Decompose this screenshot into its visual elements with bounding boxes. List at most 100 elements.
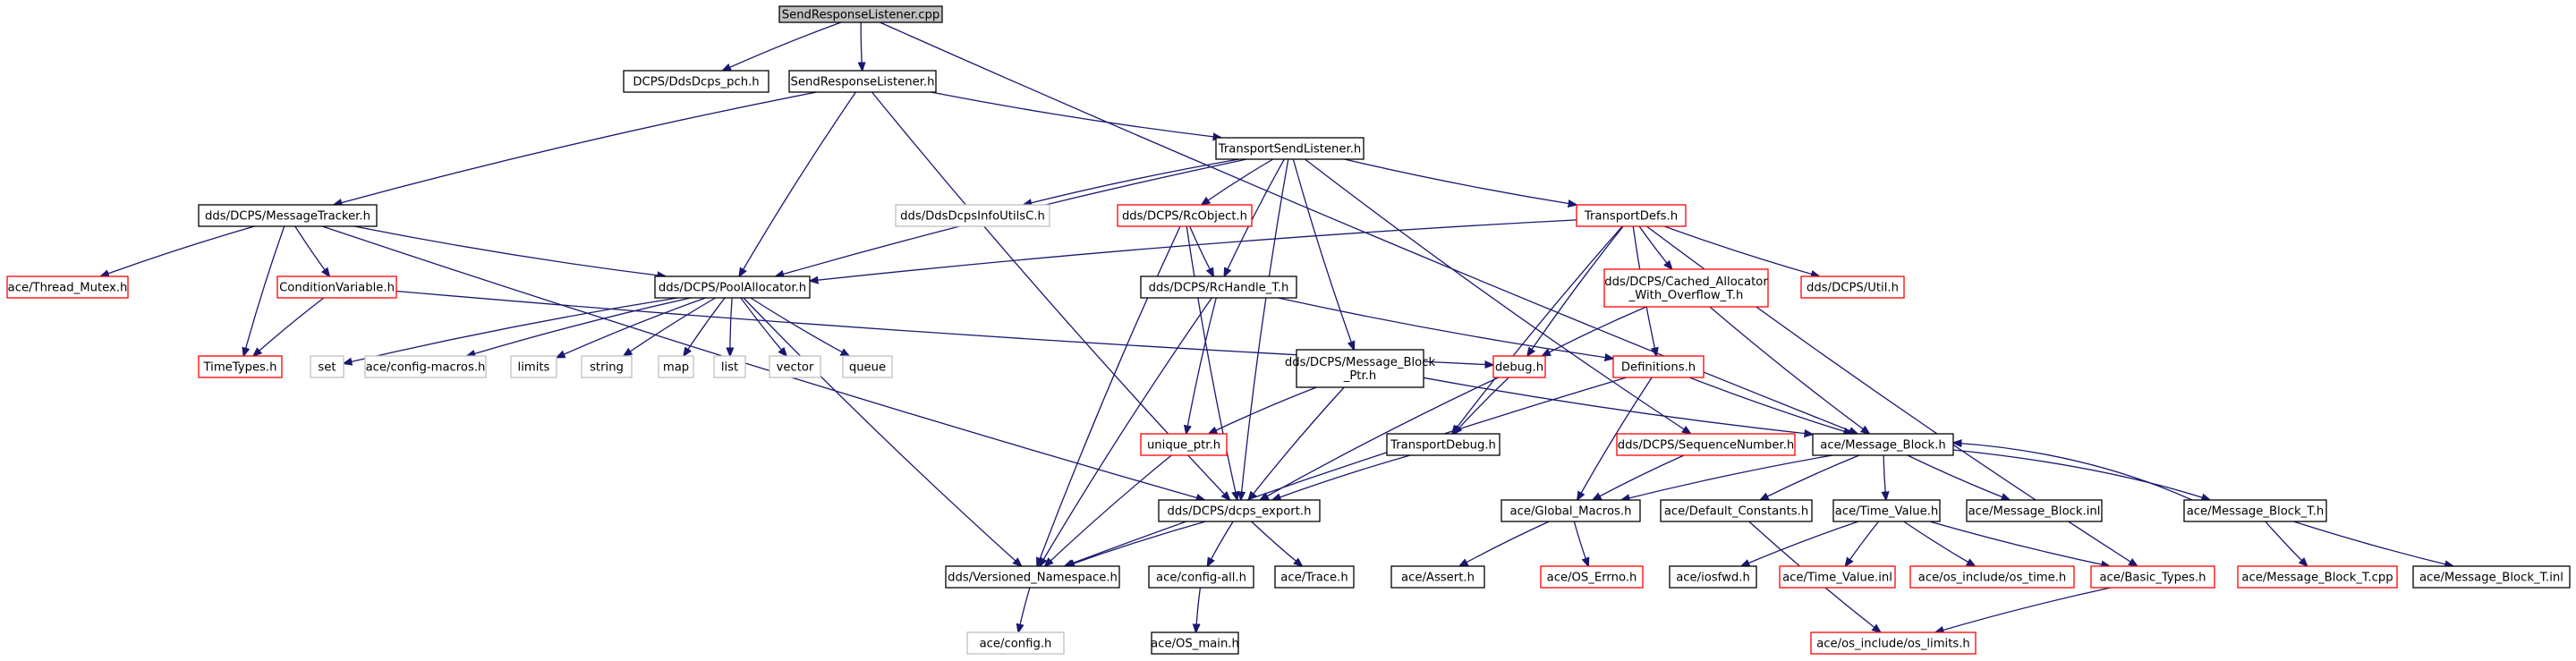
- node-mbtinl[interactable]: ace/Message_Block_T.inl: [2412, 565, 2571, 589]
- node-label: TransportDebug.h: [1390, 439, 1496, 453]
- node-osmain[interactable]: ace/OS_main.h: [1151, 631, 1239, 655]
- edge-rchandle-to-defs: [1278, 297, 1613, 359]
- node-mbt[interactable]: ace/Message_Block_T.h: [2183, 499, 2327, 522]
- node-box: [1148, 565, 1254, 589]
- node-timeval[interactable]: ace/Time_Value.h: [1832, 499, 1941, 522]
- node-box: [1140, 433, 1228, 456]
- node-box: [1274, 565, 1355, 589]
- edge-defs-to-gmacros: [1577, 377, 1653, 500]
- node-box: [654, 275, 811, 299]
- node-label: DCPS/DdsDcps_pch.h: [633, 76, 759, 89]
- node-box: [623, 70, 769, 93]
- node-util[interactable]: dds/DCPS/Util.h: [1800, 275, 1905, 299]
- edge-defs-to-mblock: [1688, 377, 1852, 434]
- node-list[interactable]: list: [713, 355, 746, 378]
- edge-dcpsexp-to-trace: [1251, 521, 1303, 566]
- node-label: ace/Message_Block.h: [1820, 439, 1946, 453]
- edge-mtrack-to-dcpsexp: [321, 225, 1204, 500]
- node-label: ace/os_include/os_limits.h: [1816, 638, 1970, 651]
- node-label: dds/DCPS/RcObject.h: [1122, 210, 1247, 224]
- node-debug[interactable]: debug.h: [1492, 355, 1546, 378]
- node-box: [1140, 275, 1297, 299]
- edge-btypes-to-oslimits: [1935, 587, 2112, 632]
- node-timetypes[interactable]: TimeTypes.h: [198, 355, 283, 378]
- node-defconst[interactable]: ace/Default_Constants.h: [1660, 499, 1813, 522]
- node-tdebug[interactable]: TransportDebug.h: [1386, 433, 1501, 456]
- node-box: [1576, 204, 1687, 227]
- node-limits[interactable]: limits: [510, 355, 557, 378]
- node-srl_h[interactable]: SendResponseListener.h: [788, 70, 937, 93]
- node-string[interactable]: string: [581, 355, 633, 378]
- node-label: dds/DCPS/SequenceNumber.h: [1618, 439, 1795, 453]
- node-infoutils[interactable]: dds/DdsDcpsInfoUtilsC.h: [895, 204, 1050, 227]
- node-label: dds/DCPS/MessageTracker.h: [205, 210, 370, 224]
- node-label: _With_Overflow_T.h: [1628, 289, 1744, 302]
- node-box: [2183, 499, 2327, 522]
- edge-timeval-to-ostime: [1903, 521, 1976, 566]
- node-trace[interactable]: ace/Trace.h: [1274, 565, 1355, 589]
- node-mblock[interactable]: ace/Message_Block.h: [1812, 433, 1954, 456]
- edge-rcobj-to-dcpsexp: [1186, 225, 1237, 500]
- node-set[interactable]: set: [310, 355, 344, 378]
- node-box: [198, 355, 283, 378]
- node-tdefs[interactable]: TransportDefs.h: [1576, 204, 1687, 227]
- edge-srl_h-to-pool: [739, 91, 856, 276]
- node-thmutex[interactable]: ace/Thread_Mutex.h: [6, 275, 129, 299]
- node-asrt[interactable]: ace/Assert.h: [1390, 565, 1485, 589]
- node-rcobj[interactable]: dds/DCPS/RcObject.h: [1117, 204, 1253, 227]
- edge-mbptr-to-mblock: [1423, 377, 1813, 434]
- node-condvar[interactable]: ConditionVariable.h: [276, 275, 397, 299]
- edge-timeval-to-tvinl: [1845, 521, 1880, 566]
- node-seqnum[interactable]: dds/DCPS/SequenceNumber.h: [1616, 433, 1796, 456]
- node-uptr[interactable]: unique_ptr.h: [1140, 433, 1228, 456]
- node-ostime[interactable]: ace/os_include/os_time.h: [1909, 565, 2075, 589]
- edge-gmacros-to-oserrno: [1573, 521, 1588, 566]
- node-label: ace/Message_Block_T.inl: [2419, 572, 2563, 585]
- edge-mblock-to-defconst: [1760, 454, 1860, 500]
- node-mbptr[interactable]: dds/DCPS/Message_Block_Ptr.h: [1285, 349, 1436, 388]
- node-rchandle[interactable]: dds/DCPS/RcHandle_T.h: [1140, 275, 1297, 299]
- node-box: [1669, 565, 1757, 589]
- node-label: ace/config.h: [980, 638, 1052, 651]
- node-oserrno[interactable]: ace/OS_Errno.h: [1540, 565, 1644, 589]
- edge-root-to-srl_h: [861, 21, 863, 71]
- node-iosfwd[interactable]: ace/iosfwd.h: [1669, 565, 1757, 589]
- node-config[interactable]: ace/config.h: [966, 631, 1065, 655]
- edge-seqnum-to-gmacros: [1593, 454, 1685, 500]
- node-root[interactable]: SendResponseListener.cpp: [778, 5, 943, 23]
- node-mbtcpp[interactable]: ace/Message_Block_T.cpp: [2237, 565, 2398, 589]
- node-cached[interactable]: dds/DCPS/Cached_Allocator_With_Overflow_…: [1603, 268, 1769, 308]
- edge-pool-to-list: [730, 297, 732, 356]
- node-pool[interactable]: dds/DCPS/PoolAllocator.h: [654, 275, 811, 299]
- node-btypes[interactable]: ace/Basic_Types.h: [2090, 565, 2215, 589]
- node-label: dds/DdsDcpsInfoUtilsC.h: [900, 210, 1045, 224]
- node-pch[interactable]: DCPS/DdsDcps_pch.h: [623, 70, 769, 93]
- node-box: [1810, 631, 1977, 655]
- node-queue[interactable]: queue: [842, 355, 893, 378]
- node-label: Definitions.h: [1621, 361, 1696, 375]
- node-vns[interactable]: dds/Versioned_Namespace.h: [945, 565, 1120, 589]
- node-box: [1117, 204, 1253, 227]
- node-label: unique_ptr.h: [1147, 439, 1220, 453]
- edge-tdefs-to-cached: [1638, 225, 1672, 269]
- edge-mblock-to-mbt: [1952, 449, 2210, 500]
- node-tsl[interactable]: TransportSendListener.h: [1215, 137, 1365, 160]
- node-vector[interactable]: vector: [769, 355, 821, 378]
- node-dcpsexp[interactable]: dds/DCPS/dcps_export.h: [1158, 499, 1321, 522]
- node-defs[interactable]: Definitions.h: [1612, 355, 1705, 378]
- node-gmacros[interactable]: ace/Global_Macros.h: [1501, 499, 1641, 522]
- node-cfgmacros[interactable]: ace/config-macros.h: [364, 355, 487, 378]
- node-mbinl[interactable]: ace/Message_Block.inl: [1966, 499, 2103, 522]
- nodes-layer: SendResponseListener.cppDCPS/DdsDcps_pch…: [6, 5, 2571, 655]
- node-box: [276, 275, 397, 299]
- node-label: TransportDefs.h: [1584, 210, 1678, 224]
- node-tvinl[interactable]: ace/Time_Value.inl: [1779, 565, 1896, 589]
- edge-mbptr-to-dcpsexp: [1248, 386, 1345, 500]
- node-map[interactable]: map: [658, 355, 694, 378]
- node-cfgall[interactable]: ace/config-all.h: [1148, 565, 1254, 589]
- node-label: dds/Versioned_Namespace.h: [948, 572, 1118, 585]
- node-oslimits[interactable]: ace/os_include/os_limits.h: [1810, 631, 1977, 655]
- node-mtrack[interactable]: dds/DCPS/MessageTracker.h: [198, 204, 378, 227]
- node-label: ace/OS_main.h: [1151, 638, 1239, 651]
- edge-tsl-to-tdefs: [1344, 158, 1577, 205]
